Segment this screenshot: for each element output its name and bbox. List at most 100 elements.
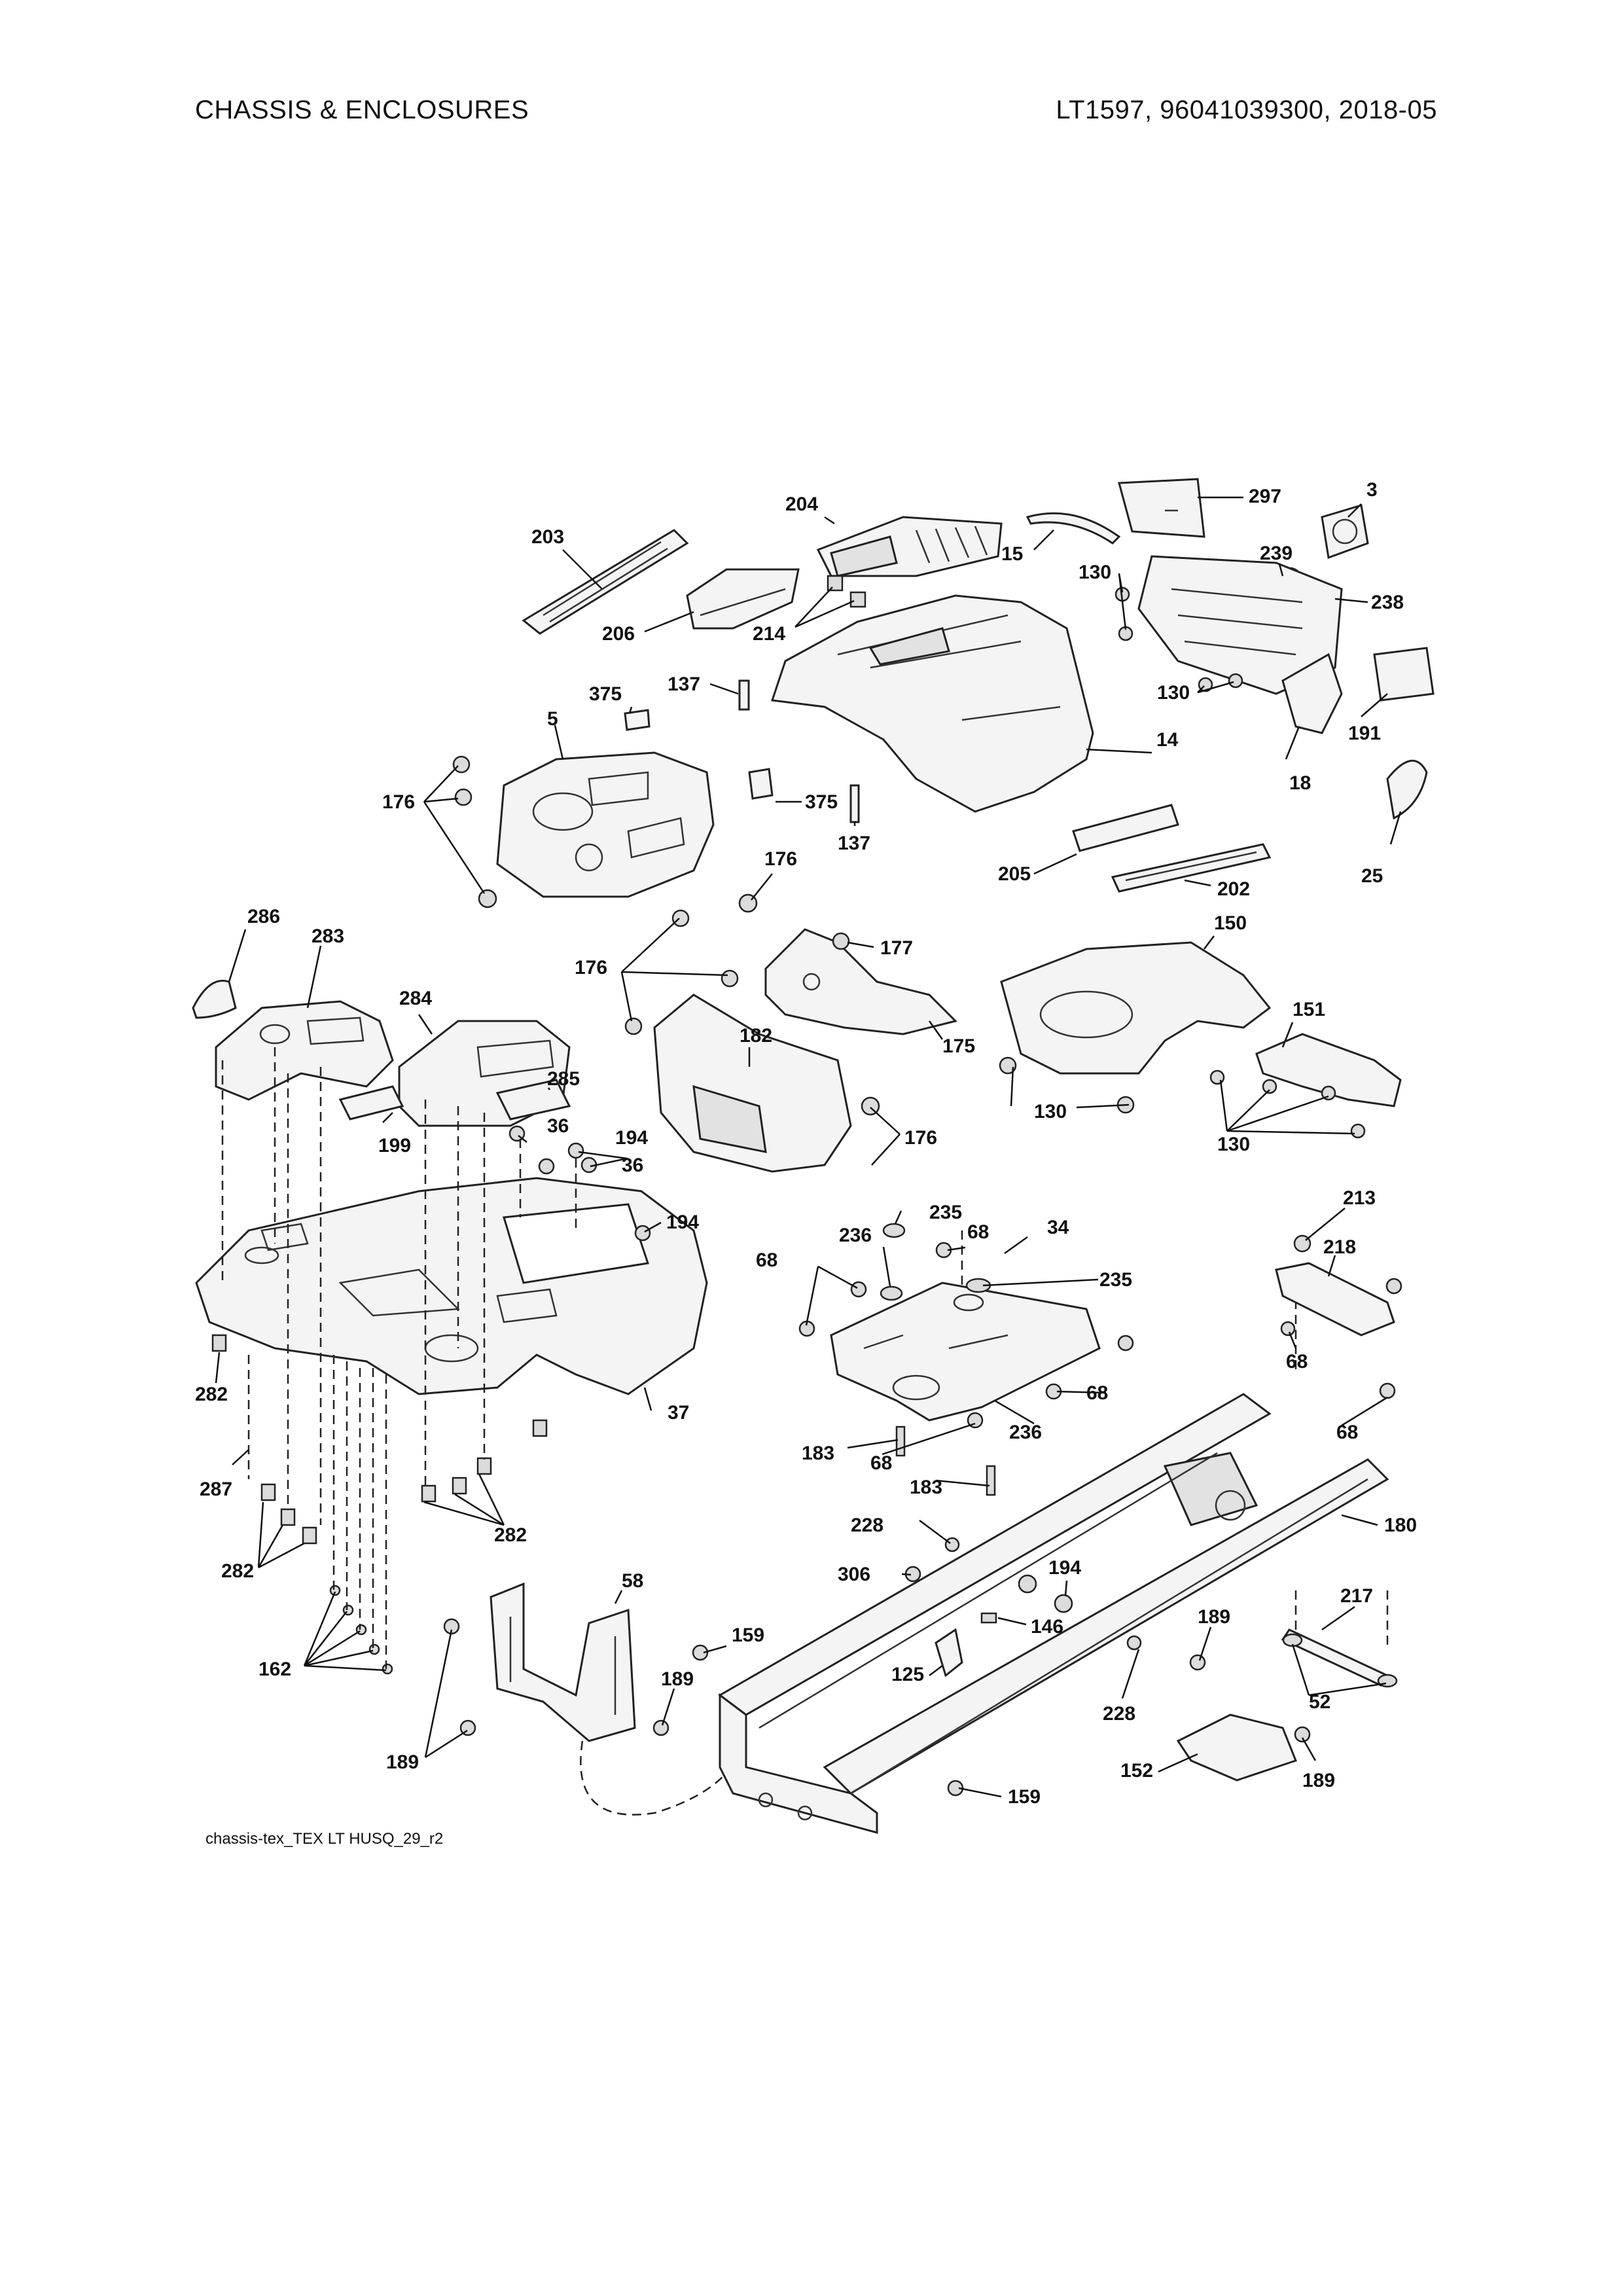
part-15-trim-strip [1026, 512, 1121, 545]
leader-lines [215, 496, 1402, 1798]
callout-285: 285 [547, 1068, 580, 1090]
callout-68: 68 [1336, 1422, 1358, 1443]
callout-52: 52 [1309, 1691, 1330, 1713]
callout-236: 236 [839, 1225, 872, 1246]
callout-130: 130 [1157, 682, 1190, 704]
part-191-cap [1373, 647, 1435, 702]
callout-189: 189 [661, 1668, 694, 1690]
callout-130: 130 [1217, 1134, 1250, 1155]
callout-5: 5 [547, 708, 558, 730]
callout-34: 34 [1047, 1217, 1069, 1238]
callout-175: 175 [942, 1035, 975, 1057]
callout-159: 159 [1008, 1786, 1041, 1808]
callout-217: 217 [1340, 1585, 1373, 1607]
part-18-side-piece [1281, 653, 1343, 734]
callout-205: 205 [998, 863, 1031, 885]
callout-194: 194 [1048, 1557, 1081, 1579]
callout-194: 194 [615, 1127, 648, 1149]
callout-297: 297 [1249, 486, 1281, 507]
callout-176: 176 [904, 1127, 937, 1149]
part-203-grille-strip [522, 529, 689, 635]
part-235-236-68-183-hardware [798, 1223, 1134, 1496]
callout-213: 213 [1343, 1187, 1376, 1209]
callout-159: 159 [732, 1624, 764, 1646]
diagram-id: chassis-tex_TEX LT HUSQ_29_r2 [205, 1830, 444, 1848]
callout-199: 199 [378, 1135, 411, 1157]
part-218-bracket [1275, 1234, 1402, 1399]
part-199-decal [338, 1085, 404, 1121]
callout-137: 137 [838, 833, 870, 854]
callout-238: 238 [1371, 592, 1404, 613]
callout-283: 283 [312, 925, 344, 947]
part-177-fastener [832, 932, 850, 950]
callout-labels: 297 3 204 203 15 239 130 238 206 214 130… [195, 479, 1417, 1808]
callout-68: 68 [1086, 1382, 1108, 1404]
callout-228: 228 [851, 1515, 883, 1536]
part-58-side-bracket [490, 1582, 636, 1742]
callout-189: 189 [1302, 1770, 1335, 1791]
callout-150: 150 [1214, 912, 1247, 934]
callout-206: 206 [602, 623, 635, 645]
part-297-hood-cap [1118, 478, 1205, 538]
callout-68: 68 [870, 1452, 892, 1474]
part-150-shroud [1000, 941, 1272, 1075]
callout-25: 25 [1361, 865, 1383, 887]
callout-375: 375 [805, 791, 838, 813]
callout-68: 68 [1286, 1351, 1308, 1372]
part-286 [192, 979, 237, 1019]
callout-180: 180 [1384, 1515, 1417, 1536]
callout-137: 137 [668, 673, 700, 695]
callout-68: 68 [756, 1249, 777, 1271]
part-25-side-trim [1386, 759, 1428, 820]
part-202-grille [1111, 843, 1272, 893]
callout-68: 68 [967, 1221, 989, 1243]
part-34-mounting-plate [830, 1282, 1101, 1422]
callout-36: 36 [622, 1155, 643, 1176]
callout-375: 375 [589, 683, 622, 705]
callout-151: 151 [1293, 999, 1325, 1020]
part-285-pad [495, 1079, 571, 1121]
part-182-front-shroud [653, 994, 852, 1173]
callout-282: 282 [494, 1524, 527, 1546]
part-282-clips [211, 1334, 548, 1545]
callout-125: 125 [891, 1664, 924, 1685]
callout-176: 176 [764, 848, 797, 870]
part-37-main-fender [195, 1177, 708, 1395]
part-14-hood [770, 594, 1094, 813]
callout-236: 236 [1009, 1422, 1042, 1443]
callout-203: 203 [531, 526, 564, 548]
callout-36: 36 [547, 1115, 569, 1137]
part-214-clips [827, 575, 866, 608]
callout-152: 152 [1120, 1760, 1153, 1782]
callout-183: 183 [910, 1477, 942, 1498]
callout-177: 177 [880, 937, 913, 959]
callout-3: 3 [1366, 479, 1378, 501]
callout-191: 191 [1348, 723, 1381, 744]
callout-235: 235 [929, 1202, 962, 1223]
callout-202: 202 [1217, 878, 1250, 900]
callout-176: 176 [575, 957, 607, 978]
callout-218: 218 [1323, 1236, 1356, 1258]
callout-239: 239 [1260, 543, 1293, 564]
callout-130: 130 [1034, 1101, 1067, 1122]
part-375-clips [624, 709, 774, 800]
part-3-emblem [1321, 504, 1369, 560]
callout-189: 189 [1198, 1606, 1230, 1628]
callout-176: 176 [382, 791, 415, 813]
callout-58: 58 [622, 1570, 643, 1592]
model-info: LT1597, 96041039300, 2018-05 [1056, 96, 1437, 124]
callout-189: 189 [386, 1751, 419, 1773]
callout-37: 37 [668, 1402, 689, 1424]
callout-204: 204 [785, 493, 818, 515]
callout-146: 146 [1031, 1616, 1063, 1638]
part-283-fender-cover [215, 1000, 394, 1101]
callout-214: 214 [753, 623, 785, 645]
callout-194: 194 [666, 1211, 699, 1233]
callout-15: 15 [1001, 543, 1023, 565]
part-206-duct [686, 568, 800, 630]
part-180-frame [718, 1393, 1389, 1834]
part-204-hood-vent [816, 516, 1003, 577]
callout-286: 286 [247, 906, 280, 927]
callout-14: 14 [1156, 729, 1179, 751]
